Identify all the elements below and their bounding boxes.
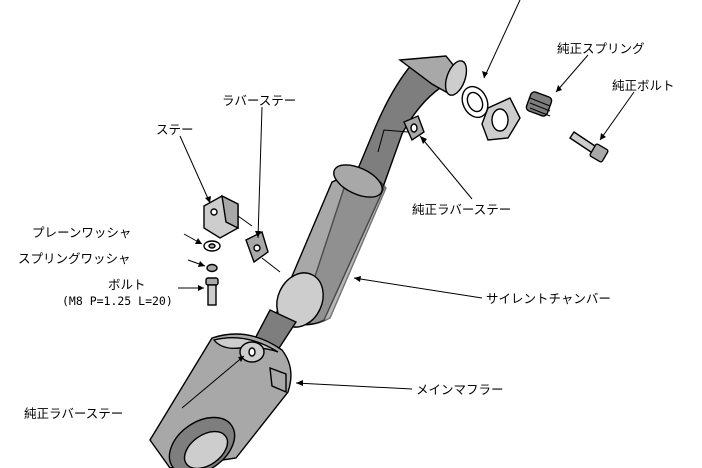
- label-plain-washer: プレーンワッシャ: [32, 225, 131, 240]
- label-rubber-stay: ラバーステー: [222, 93, 296, 108]
- label-stay: ステー: [156, 122, 194, 137]
- arrowheads: [195, 71, 606, 386]
- rubber-stay-part: [245, 231, 281, 273]
- label-genuine-rubber-stay-bottom: 純正ラバーステー: [24, 406, 123, 421]
- main-muffler: [149, 333, 292, 468]
- label-bolt-spec: (M8 P=1.25 L=20): [62, 294, 173, 308]
- label-spring-washer: スプリングワッシャ: [18, 251, 131, 266]
- genuine-rubber-stay-mid-part: [403, 115, 425, 142]
- bolt-part: [205, 277, 219, 306]
- genuine-bolt: [569, 131, 609, 163]
- pipe-hook: [377, 129, 409, 153]
- label-bolt: ボルト: [108, 277, 146, 292]
- leader-lines: [178, 0, 635, 409]
- genuine-rubber-stay-bottom-part: [239, 341, 265, 363]
- spring-washer: [206, 263, 218, 273]
- label-main-muffler: メインマフラー: [416, 382, 504, 397]
- label-silent-chamber: サイレントチャンバー: [486, 291, 611, 306]
- silent-chamber: [275, 164, 387, 328]
- label-genuine-spring: 純正スプリング: [557, 41, 645, 56]
- stay-bracket: [203, 194, 253, 239]
- genuine-spring: [525, 91, 553, 117]
- front-pipe: [348, 55, 468, 191]
- label-genuine-bolt: 純正ボルト: [612, 78, 675, 93]
- flange: [481, 97, 521, 141]
- label-genuine-rubber-stay-mid: 純正ラバーステー: [412, 202, 511, 217]
